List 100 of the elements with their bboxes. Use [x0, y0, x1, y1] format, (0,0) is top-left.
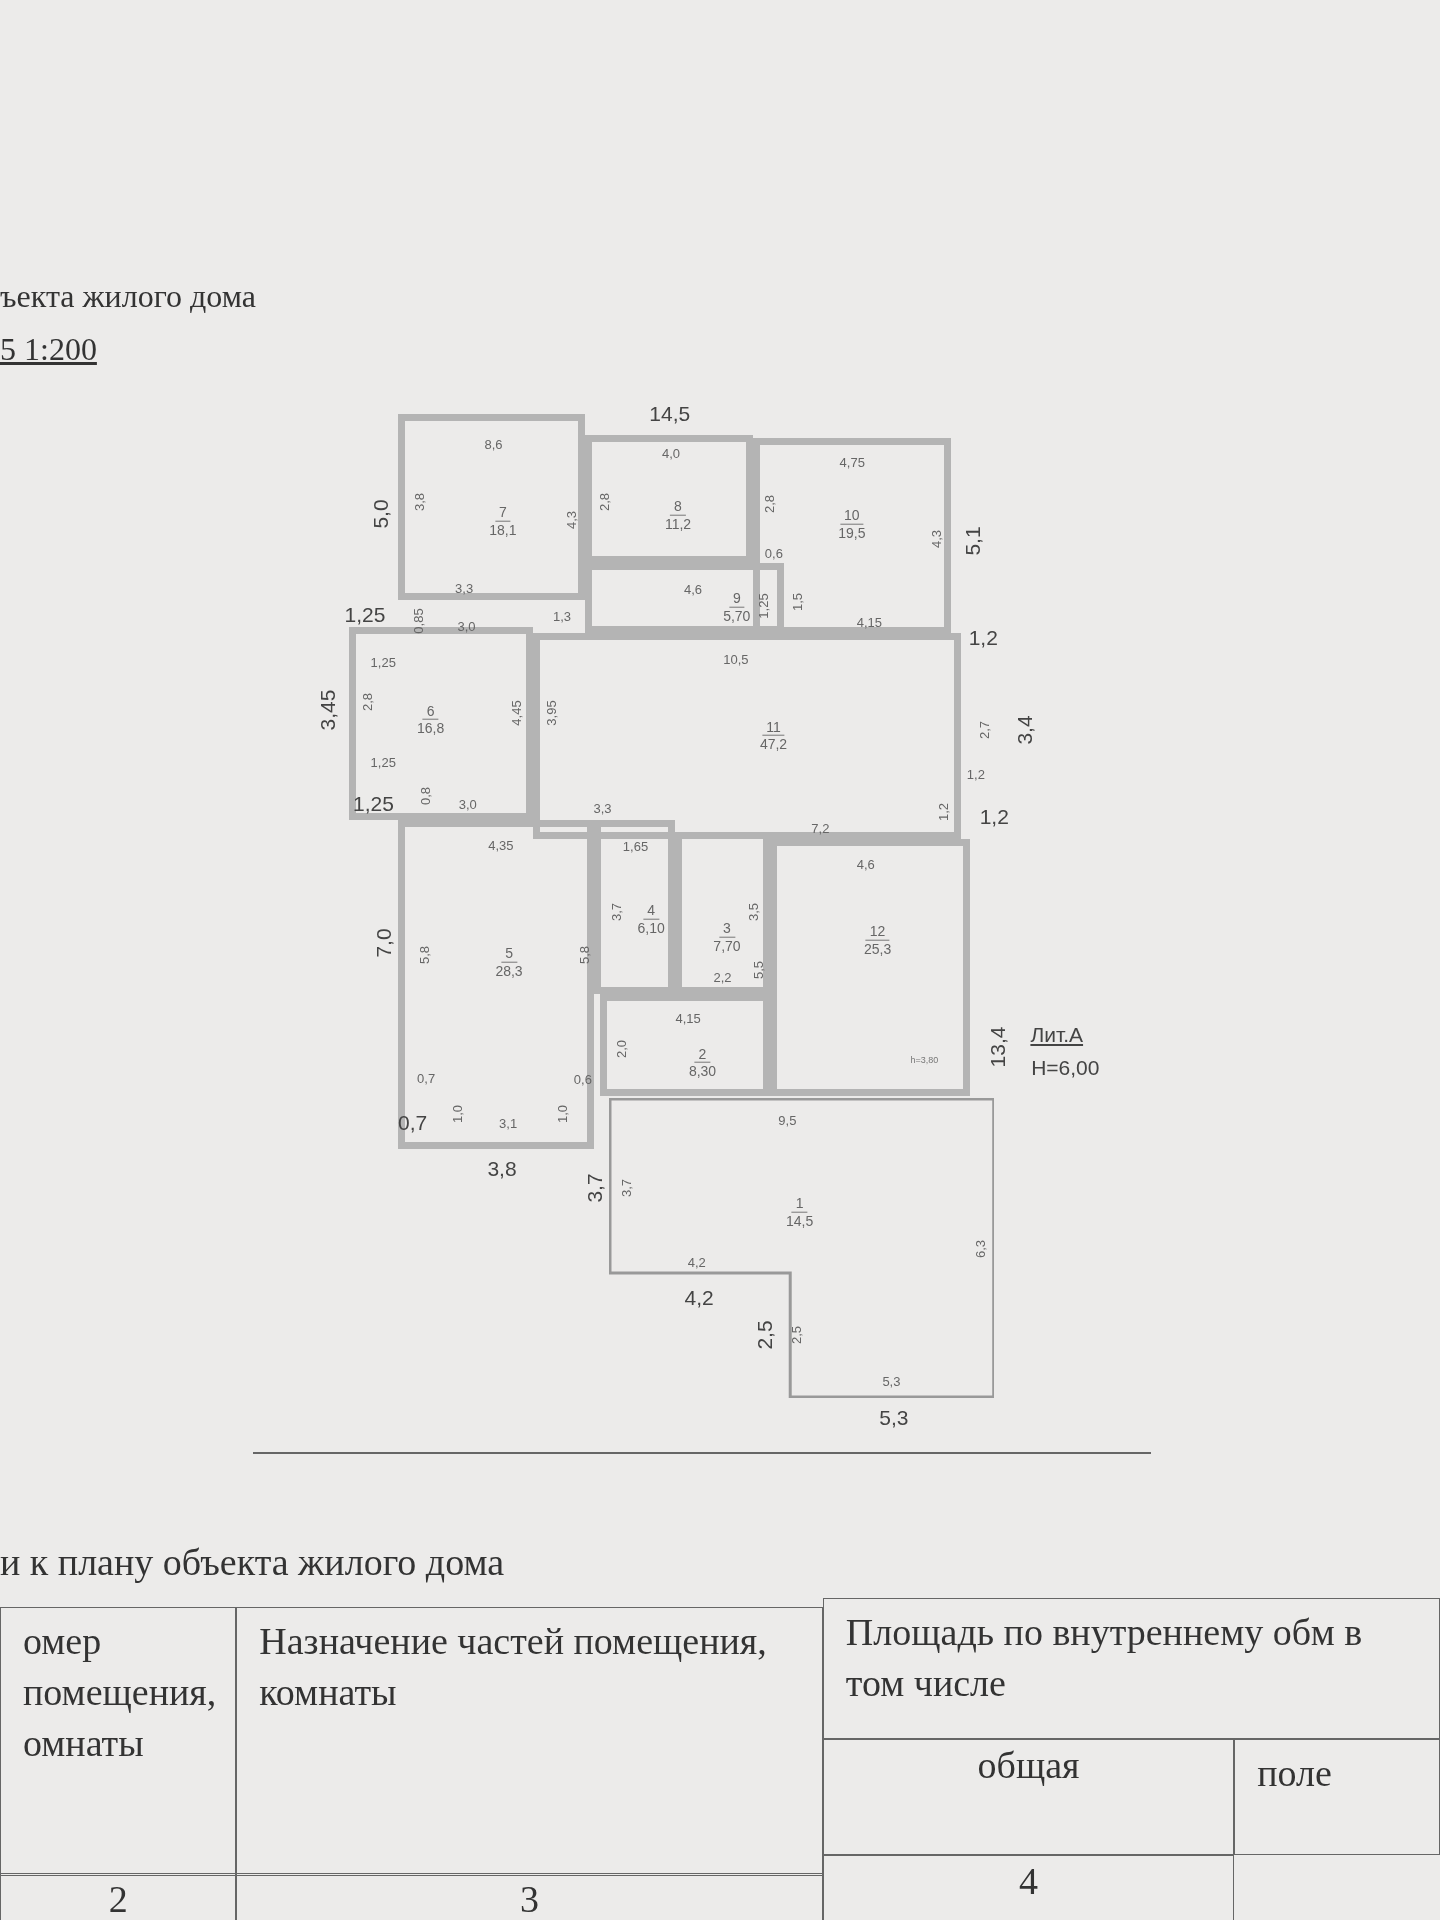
dimension-label: 0,7: [398, 1110, 428, 1135]
dimension-label: 10,5: [723, 651, 749, 667]
dimension-label: 4,6: [856, 857, 875, 872]
room-number: 12: [865, 922, 890, 941]
dimension-label: 4,35: [488, 837, 514, 853]
room-number: 11: [762, 718, 785, 737]
dimension-label: 2,8: [359, 692, 375, 711]
dimension-label: 2,8: [761, 495, 777, 514]
dimension-label: 2,0: [613, 1040, 629, 1059]
dimension-label: 1,25: [353, 792, 394, 817]
dimension-label: 9,5: [778, 1112, 797, 1128]
dimension-label: 5,3: [882, 1373, 901, 1389]
room-area: 19,5: [838, 524, 866, 541]
dimension-label: 4,15: [675, 1010, 701, 1026]
dimension-label: 2,5: [788, 1325, 804, 1344]
room-area: 11,2: [664, 515, 692, 532]
room-number: 5: [501, 944, 517, 963]
ceiling-height-label: h=3,80: [910, 1055, 939, 1066]
room-number: 3: [719, 919, 735, 938]
dimension-label: 3,1: [499, 1115, 518, 1131]
table-cell: 3: [236, 1873, 823, 1920]
table-cell: омер помещения, омнаты: [0, 1606, 237, 1876]
dimension-label: 1,65: [622, 838, 649, 854]
dimension-label: 3,45: [316, 689, 341, 731]
dimension-label: 3,8: [487, 1157, 517, 1182]
dimension-label: 3,7: [583, 1173, 608, 1203]
height-label: Н=6,00: [1031, 1055, 1100, 1080]
room-area: 47,2: [759, 736, 788, 753]
dimension-label: 3,0: [458, 797, 477, 812]
dimension-label: 1,2: [968, 625, 998, 650]
room-outline: [770, 838, 970, 1096]
room-number: 10: [840, 506, 864, 525]
dimension-label: 4,2: [687, 1254, 706, 1270]
dimension-label: 4,45: [508, 700, 523, 726]
dimension-label: 1,5: [789, 593, 805, 612]
table-cell: поле: [1234, 1738, 1440, 1856]
dimension-label: 1,2: [979, 804, 1009, 829]
room-outline: [585, 434, 754, 564]
dimension-label: 3,95: [543, 700, 559, 726]
dimension-label: 3,4: [1012, 715, 1037, 745]
dimension-label: 13,4: [985, 1026, 1010, 1068]
room-number: 8: [670, 497, 686, 516]
scale-text: 5 1:200: [0, 331, 97, 369]
room-outline: [397, 413, 586, 600]
dimension-label: 0,85: [410, 608, 426, 634]
room-area: 5,70: [723, 607, 751, 624]
room-area: 28,3: [495, 962, 523, 979]
dimension-label: 0,7: [417, 1070, 436, 1086]
dimension-label: 1,2: [966, 766, 985, 782]
room-outline: [532, 633, 962, 839]
table-cell: Назначение частей помещения, комнаты: [236, 1606, 823, 1876]
dimension-label: 1,25: [370, 754, 396, 770]
dimension-label: 4,75: [839, 454, 865, 470]
dimension-label: 1,2: [935, 802, 951, 821]
heading-text: ъекта жилого дома: [0, 278, 256, 316]
dimension-label: 6,3: [972, 1239, 988, 1258]
dimension-label: 4,3: [563, 511, 579, 530]
dimension-label: 1,0: [554, 1105, 570, 1124]
dimension-label: 5,3: [879, 1405, 909, 1430]
room-number: 1: [791, 1194, 808, 1213]
dimension-label: 5,8: [416, 946, 432, 965]
room-outline: [585, 563, 784, 634]
room-number: 7: [495, 504, 511, 522]
room-outline: [753, 438, 952, 635]
dimension-label: 3,7: [618, 1178, 634, 1197]
room-outline: [593, 820, 675, 995]
building-letter-label: Лит.А: [1030, 1022, 1084, 1047]
dimension-label: 0,6: [764, 545, 783, 561]
dimension-label: 4,15: [856, 614, 883, 630]
dimension-label: 5,5: [750, 960, 766, 979]
dimension-label: 1,0: [449, 1105, 465, 1124]
dimension-label: 8,6: [484, 437, 503, 452]
table-caption: и к плану объекта жилого дома: [0, 1539, 505, 1584]
room-area: 7,70: [713, 937, 741, 954]
room-area: 18,1: [489, 521, 517, 538]
dimension-label: 5,1: [961, 526, 986, 556]
dimension-label: 3,8: [411, 493, 427, 512]
dimension-label: 5,0: [368, 499, 393, 529]
table-cell: 2: [0, 1873, 237, 1920]
dimension-label: 3,5: [745, 903, 761, 922]
dimension-label: 2,8: [596, 493, 612, 512]
room-number: 6: [422, 702, 439, 721]
dimension-label: 0,6: [573, 1071, 592, 1087]
dimension-label: 3,3: [593, 800, 612, 816]
dimension-label: 14,5: [649, 401, 691, 426]
terrace-outline: [608, 1098, 995, 1399]
dimension-label: 4,0: [662, 445, 681, 461]
dimension-label: 4,2: [684, 1285, 714, 1310]
room-number: 2: [694, 1045, 711, 1063]
dimension-label: 1,25: [755, 593, 771, 619]
dimension-label: 5,8: [576, 946, 592, 965]
room-number: 9: [728, 589, 745, 608]
dimension-label: 4,6: [684, 581, 703, 597]
room-outline: [600, 994, 771, 1096]
dimension-label: 3,7: [608, 903, 624, 922]
table-cell: 4: [822, 1855, 1235, 1920]
dimension-label: 0,8: [417, 786, 433, 805]
room-area: 16,8: [417, 720, 445, 737]
dimension-label: 1,3: [553, 608, 572, 624]
dimension-label: 7,0: [372, 928, 397, 958]
